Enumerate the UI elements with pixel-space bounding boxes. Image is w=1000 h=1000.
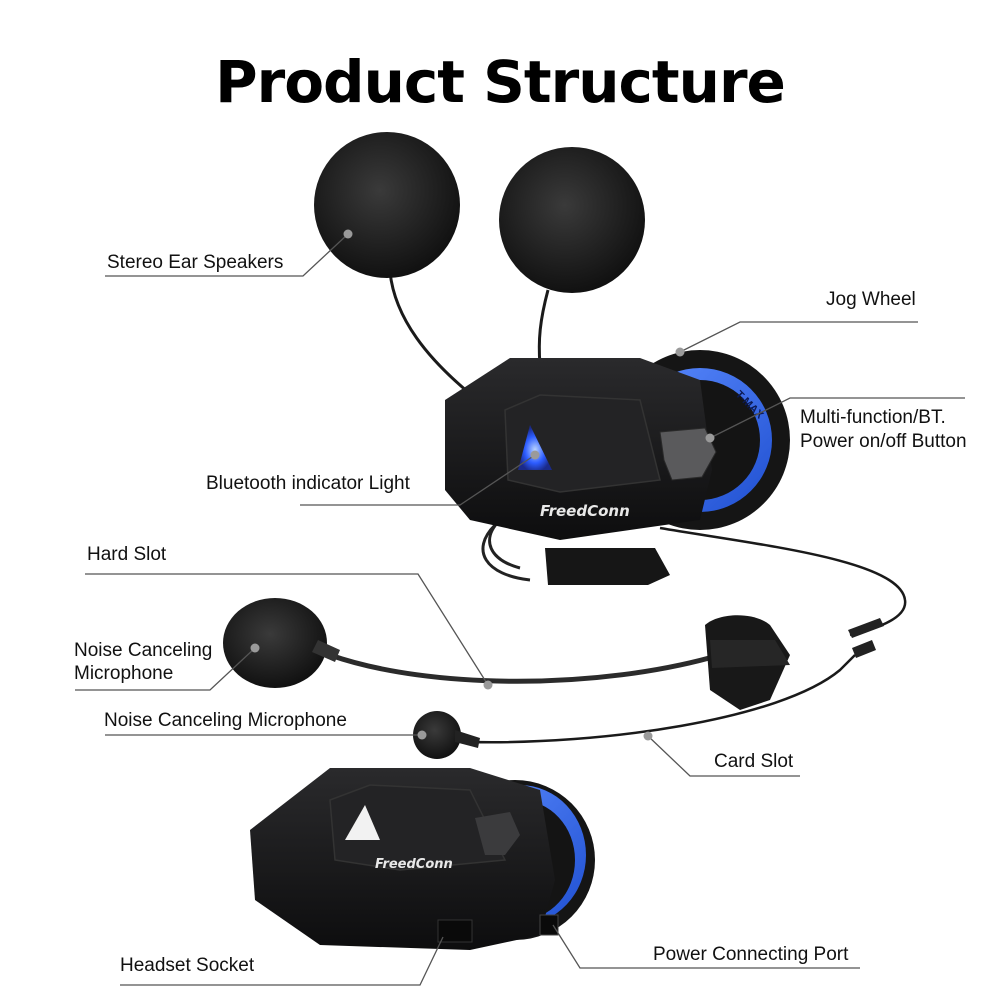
unit-wires [481,518,531,582]
power-port [539,914,559,936]
label-power-port: Power Connecting Port [653,944,849,965]
dot-noise-mic-wired [417,730,427,740]
label-noise-mic-boom-line1: Noise Canceling [74,640,213,661]
dot-hard-slot [483,680,493,690]
speaker-right [499,147,645,293]
dot-multi-function [705,433,715,443]
boom-arm [329,652,721,684]
leader-power-port [552,924,860,969]
leader-stereo-ear-speakers [105,233,349,277]
speaker-cable-left [388,271,469,394]
leader-noise-mic-boom [75,647,256,691]
speaker-cable-right [537,289,550,366]
clamp-face [710,640,790,668]
label-bluetooth-indicator: Bluetooth indicator Light [206,473,410,494]
wired-mic-cable [469,654,856,744]
clamp-plug [848,618,884,638]
boom-mic-neck [312,640,340,662]
wired-mic-plug [852,640,876,658]
dot-card-slot [643,731,653,741]
multi-function-button [659,427,717,481]
wired-mic-head [413,711,461,759]
dot-bluetooth-indicator [530,450,540,460]
label-stereo-ear-speakers: Stereo Ear Speakers [107,252,284,273]
label-noise-mic-boom-line2: Microphone [74,663,174,684]
dot-stereo-ear-speakers [343,229,353,239]
label-multi-function-line1: Multi-function/BT. [800,407,946,428]
dot-jog-wheel [675,347,685,357]
clamp-cable [659,526,907,637]
boom-mic-foam [223,598,327,688]
bottom-body-panel [329,784,507,871]
label-noise-mic-wired: Noise Canceling Microphone [104,710,347,731]
leader-headset-socket [120,936,444,986]
leader-jog-wheel [679,321,918,353]
leader-multi-function [709,397,965,439]
label-jog-wheel: Jog Wheel [826,289,916,310]
callout-dots [250,229,715,741]
leader-bluetooth-indicator [300,454,536,506]
main-unit: T-MAX FreedConn [445,350,790,585]
page-title: Product Structure [215,48,786,116]
label-hard-slot: Hard Slot [87,544,167,565]
leader-lines [75,233,965,986]
wired-microphone-assembly [413,640,876,759]
leader-card-slot [647,735,800,777]
brand-logo-bottom: FreedConn [375,857,453,872]
bottom-unit: FreedConn [250,768,595,950]
bottom-button [475,812,520,855]
label-multi-function-line2: Power on/off Button [800,431,967,452]
dot-noise-mic-boom [250,643,260,653]
leader-hard-slot [85,573,489,686]
cable-connector [545,548,670,585]
bottom-led [345,805,380,840]
headset-socket [437,919,473,943]
boom-microphone-assembly [223,526,907,710]
stereo-speakers [314,132,645,394]
label-card-slot: Card Slot [714,751,794,772]
speaker-left [314,132,460,278]
wired-mic-stem [455,730,480,748]
bluetooth-led [518,425,552,470]
brand-logo-top: FreedConn [540,502,630,520]
label-headset-socket: Headset Socket [120,955,255,976]
